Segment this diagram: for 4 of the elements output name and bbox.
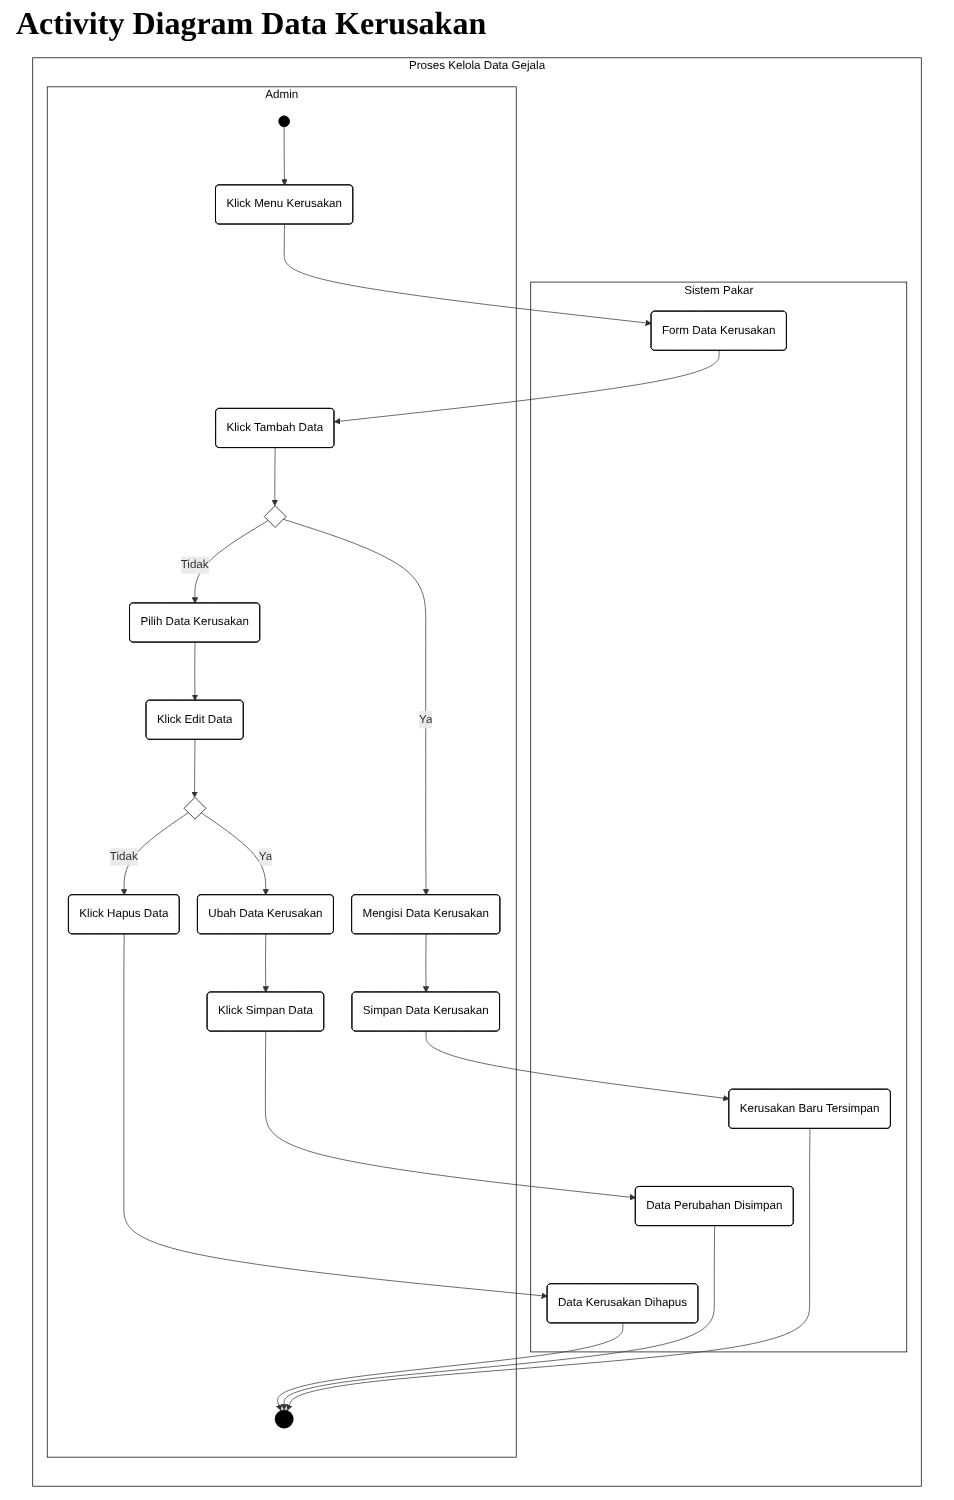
node-diamond xyxy=(183,797,207,820)
node-circle xyxy=(278,115,290,128)
node-diamond xyxy=(263,505,287,528)
figure-title: Activity Diagram Data Kerusakan xyxy=(16,8,489,44)
